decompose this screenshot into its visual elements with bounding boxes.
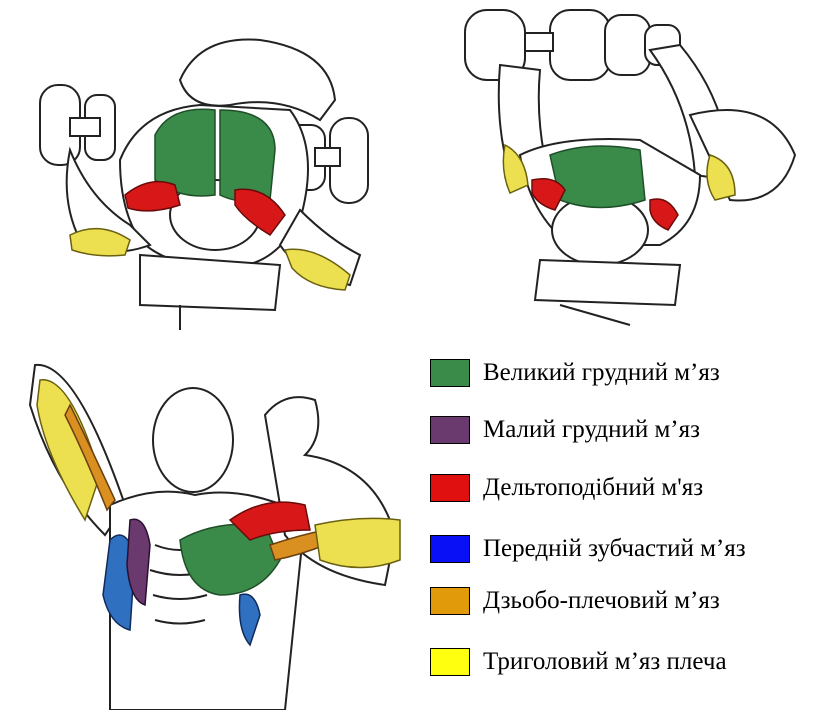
legend-swatch: [430, 416, 470, 444]
legend-label: Великий грудний м’яз: [483, 359, 720, 387]
legend-swatch: [430, 587, 470, 615]
legend-item-deltoid: Дельтоподібний м'яз: [430, 470, 703, 506]
legend-item-serratus-anterior: Передній зубчастий м’яз: [430, 531, 746, 567]
legend-label: Передній зубчастий м’яз: [483, 535, 746, 563]
legend-item-pectoralis-major: Великий грудний м’яз: [430, 355, 720, 391]
dumbbell-press-illustration: [30, 10, 410, 335]
legend-item-coracobrachialis: Дзьобо-плечовий м’яз: [430, 583, 720, 619]
legend-label: Малий грудний м’яз: [483, 416, 700, 444]
legend-swatch: [430, 535, 470, 563]
legend-swatch: [430, 648, 470, 676]
legend-label: Дельтоподібний м'яз: [483, 474, 703, 502]
legend-item-pectoralis-minor: Малий грудний м’яз: [430, 412, 700, 448]
legend-label: Дзьобо-плечовий м’яз: [483, 587, 720, 615]
legend-swatch: [430, 474, 470, 502]
chest-anatomy-illustration: [15, 345, 415, 710]
legend-swatch: [430, 359, 470, 387]
legend-item-triceps: Триголовий м’яз плеча: [430, 644, 727, 680]
dumbbell-pullover-illustration: [440, 5, 820, 335]
legend-label: Триголовий м’яз плеча: [483, 648, 727, 676]
